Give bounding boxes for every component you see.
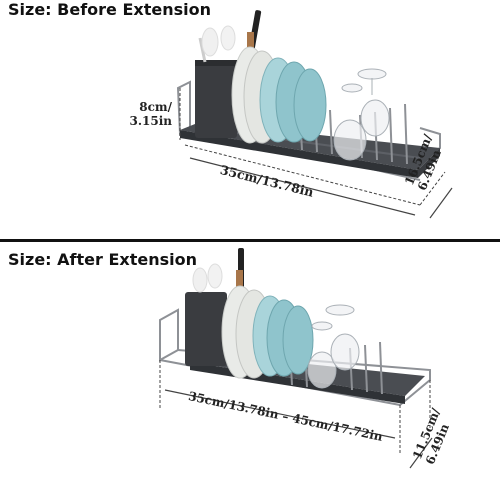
extended-wine-glass-icon	[307, 304, 360, 389]
height-dimension-label: 8cm/ 3.15in	[129, 100, 172, 128]
extended-plate-icon	[221, 285, 314, 379]
rack-before-illustration	[176, 10, 453, 219]
plate-icon	[231, 46, 327, 144]
extended-dimension-arrows	[164, 389, 433, 469]
before-extension-title: Size: Before Extension	[8, 0, 211, 19]
extended-utensil-icon	[192, 248, 244, 294]
wine-glass-icon	[333, 68, 390, 161]
rack-after-illustration	[159, 248, 433, 469]
extended-dimension-lines	[159, 360, 431, 455]
dimension-arrows	[189, 157, 453, 219]
extended-utensil-holder	[185, 292, 227, 366]
utensil-holder	[195, 60, 237, 138]
dimension-lines	[179, 88, 446, 206]
after-extension-title: Size: After Extension	[8, 250, 197, 269]
section-divider	[0, 239, 500, 242]
